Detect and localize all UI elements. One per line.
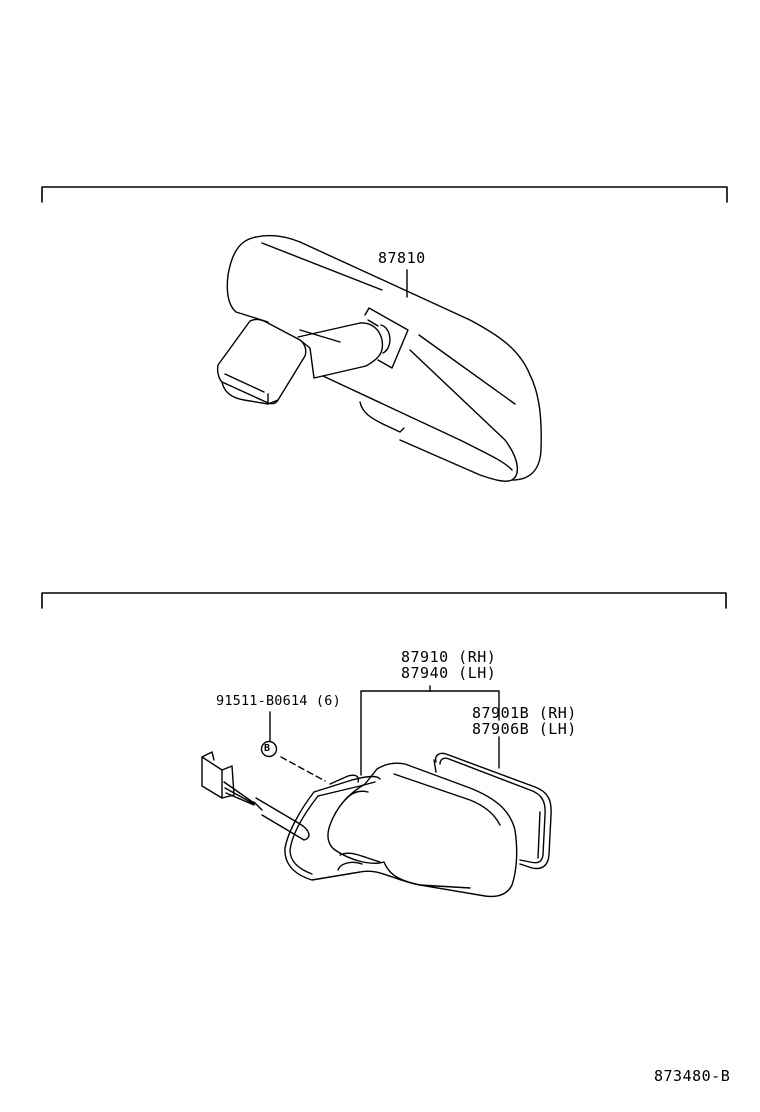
part-number-87906b-lh[interactable]: 87906B (LH) (472, 720, 577, 738)
section-divider-bottom (41, 592, 727, 609)
leader-bracket-87910 (360, 685, 500, 776)
part-number-91511-b0614[interactable]: 91511-B0614 (6) (216, 693, 341, 709)
outer-mirror-illustration[interactable] (284, 752, 552, 898)
callout-letter-b: B (264, 743, 271, 754)
part-number-87810[interactable]: 87810 (378, 249, 426, 267)
bolt-callout-b[interactable] (260, 711, 326, 782)
part-number-87940-lh[interactable]: 87940 (LH) (401, 664, 497, 682)
inner-mirror-illustration[interactable] (216, 234, 542, 482)
section-divider-top (41, 186, 728, 203)
part-number-87901b-rh[interactable]: 87901B (RH) (472, 704, 577, 722)
illustration-code: 873480-B (654, 1067, 731, 1085)
part-number-87910-rh[interactable]: 87910 (RH) (401, 648, 497, 666)
